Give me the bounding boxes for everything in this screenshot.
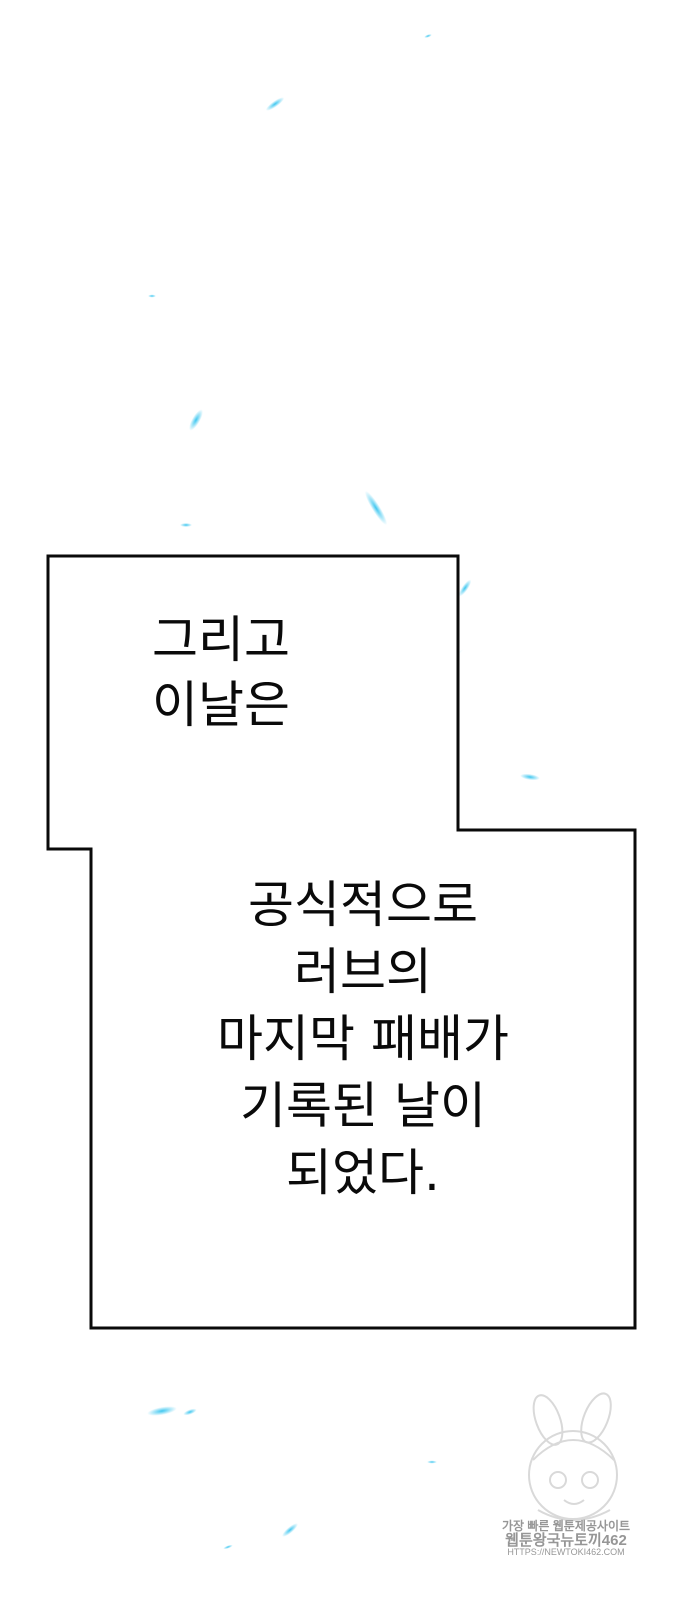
caption-bottom-line: 되었다.: [286, 1144, 440, 1202]
caption-bottom-line: 공식적으로: [248, 876, 478, 934]
caption-bottom-line: 마지막 패배가: [217, 1010, 509, 1068]
caption-bottom-text: 공식적으로 러브의 마지막 패배가 기록된 날이 되었다.: [92, 872, 634, 1207]
petal: [364, 490, 388, 526]
petal: [282, 1523, 298, 1537]
petal: [189, 409, 203, 431]
petal: [148, 294, 156, 298]
caption-box-outline: [46, 554, 637, 1330]
petal: [458, 579, 472, 597]
mascot-icon: [528, 1392, 618, 1521]
watermark-site-name: 웹툰왕국뉴토끼462: [505, 1531, 627, 1549]
caption-bottom-line: 러브의: [294, 943, 432, 1001]
caption-bottom-line: 기록된 날이: [240, 1077, 486, 1135]
watermark-tagline: 가장 빠른 웹툰제공사이트: [501, 1519, 631, 1533]
watermark: 가장 빠른 웹툰제공사이트 웹툰왕국뉴토끼462 HTTPS://NEWTOKI…: [486, 1520, 646, 1558]
petal: [427, 1460, 437, 1464]
caption-top-line: 이날은: [152, 676, 290, 734]
petal: [520, 773, 540, 781]
petal: [223, 1544, 233, 1550]
petal: [183, 1408, 197, 1416]
caption-top-line: 그리고: [152, 611, 290, 669]
petal: [180, 523, 192, 527]
petal: [147, 1406, 177, 1416]
petal: [424, 34, 432, 38]
caption-top-text: 그리고 이날은: [152, 608, 290, 738]
watermark-url: HTTPS://NEWTOKI462.COM: [507, 1547, 625, 1558]
petal: [265, 97, 285, 111]
